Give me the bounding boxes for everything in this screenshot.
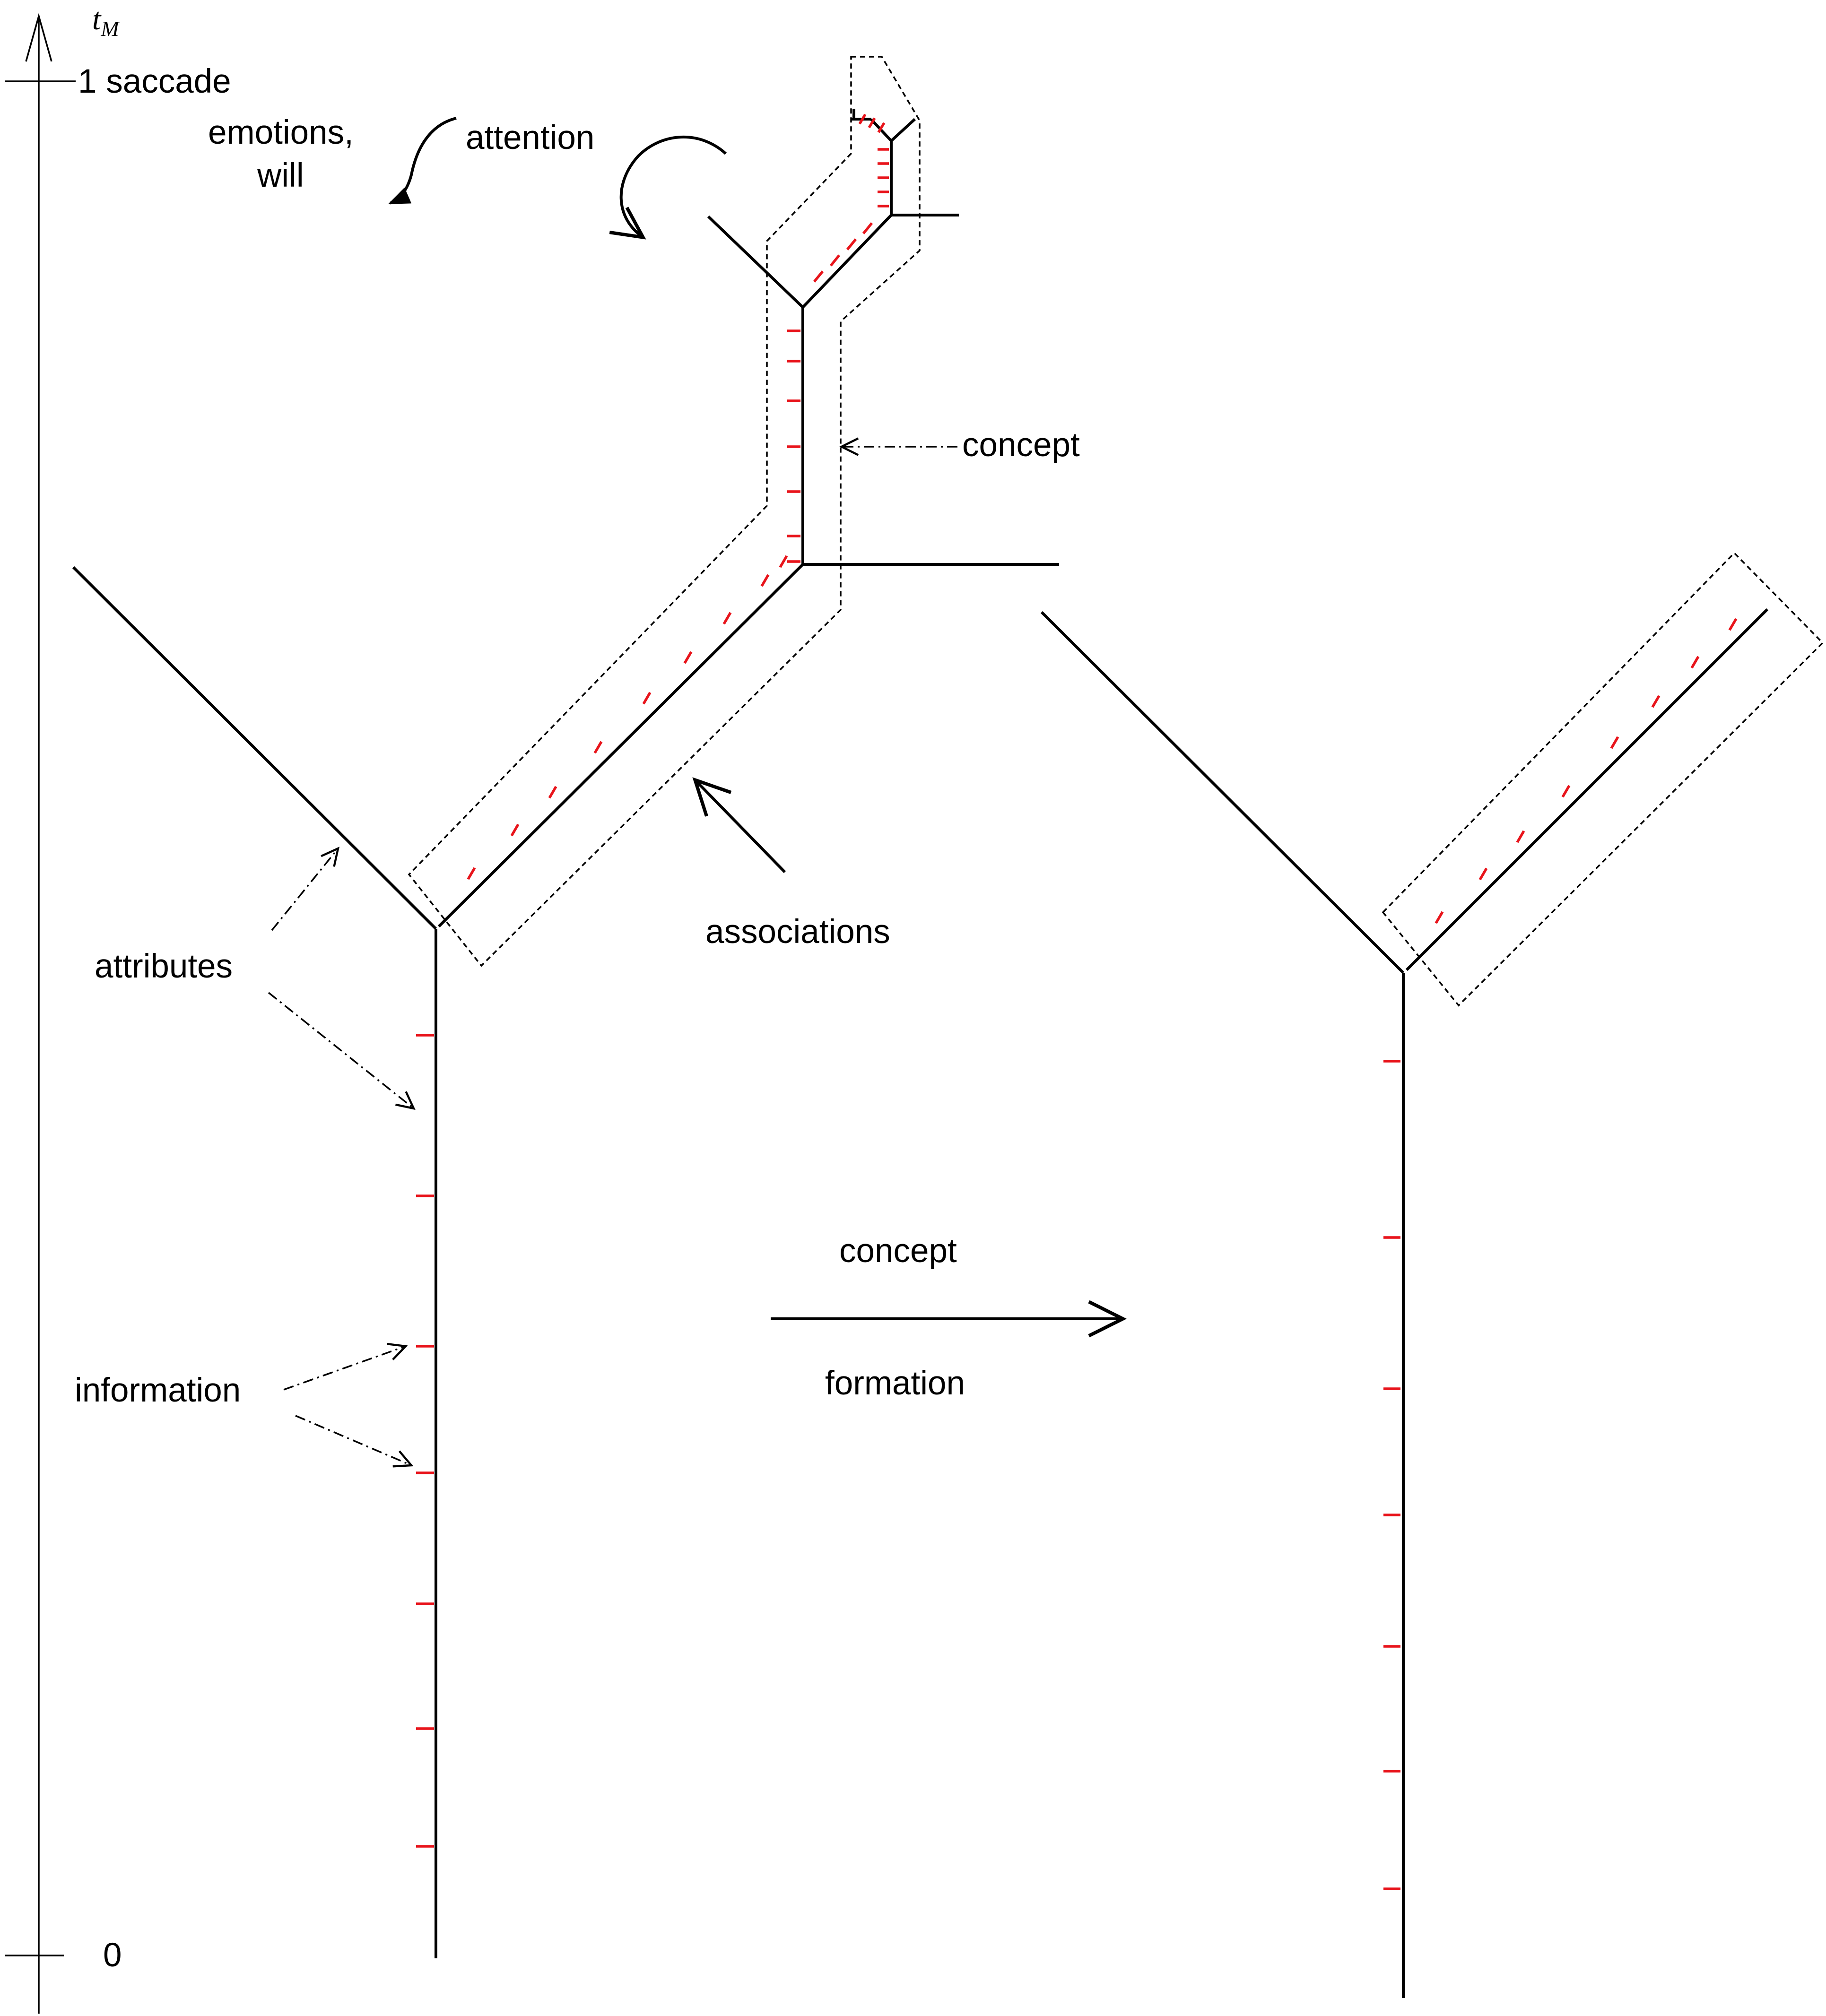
association-tick [1516, 830, 1525, 843]
right-attribute-branch [1040, 611, 1405, 974]
attention-label: attention [466, 119, 594, 156]
time-axis-symbol: tM [92, 2, 120, 41]
will-label: will [257, 157, 304, 194]
left-top-stem-ticks [858, 113, 889, 208]
concept-label: concept [962, 426, 1080, 464]
association-tick [1651, 695, 1661, 708]
association-tick [1561, 785, 1571, 798]
concept-formation-label-line1: concept [839, 1232, 957, 1270]
left-upper-branch-ticks [813, 222, 873, 283]
right-concept-region [1382, 552, 1824, 1007]
attributes-arrow-up [271, 848, 338, 931]
association-tick [642, 692, 652, 705]
association-tick [779, 555, 788, 568]
information-arrow-up [283, 1346, 406, 1391]
time-axis-bottom-label: 0 [103, 1937, 122, 1974]
left-upper-branch [801, 214, 893, 309]
associations-arrow [692, 777, 786, 874]
left-association-branch [437, 563, 804, 928]
concept-formation-label-line2: formation [825, 1365, 965, 1402]
left-upper-side-branch [707, 215, 804, 309]
association-tick [467, 867, 476, 880]
attention-arrow [621, 136, 727, 237]
association-tick [1690, 656, 1700, 669]
attributes-label: attributes [95, 948, 233, 985]
concept-tick [829, 254, 841, 267]
association-tick [760, 574, 770, 587]
association-tick [683, 651, 693, 664]
association-tick [593, 741, 603, 754]
left-top-right-branch [890, 118, 916, 142]
right-association-branch [1405, 608, 1769, 971]
left-trunk-information-ticks [416, 1034, 434, 1848]
concept-tick [846, 238, 857, 251]
association-tick [1610, 736, 1619, 749]
concept-tick [868, 117, 876, 129]
concept-tick [877, 122, 886, 133]
association-tick [1728, 618, 1738, 631]
left-concept-region [408, 56, 921, 967]
time-axis-top-label: 1 saccade [78, 63, 231, 100]
left-attribute-branch [72, 566, 437, 930]
association-tick [1478, 867, 1488, 881]
association-tick [1435, 911, 1444, 924]
concept-tick [813, 270, 824, 283]
concept-tick [858, 113, 867, 125]
right-trunk-information-ticks [1383, 1060, 1400, 1890]
left-concept-stem-ticks [787, 329, 800, 563]
association-tick [510, 823, 520, 837]
right-tree [1040, 608, 1769, 1998]
attributes-arrow-down [268, 992, 414, 1108]
association-tick [548, 786, 557, 799]
left-association-ticks [467, 555, 788, 880]
associations-label: associations [705, 913, 890, 951]
association-tick [722, 612, 732, 625]
information-label: information [75, 1372, 241, 1409]
information-arrow-down [295, 1415, 411, 1465]
emotions-will-arrow [388, 117, 457, 205]
time-axis [5, 13, 76, 2014]
concept-tick [862, 222, 873, 234]
time-axis-arrowhead [25, 13, 52, 62]
left-tree [72, 109, 1059, 1958]
emotions-label: emotions, [208, 114, 354, 151]
right-association-ticks [1435, 618, 1738, 924]
